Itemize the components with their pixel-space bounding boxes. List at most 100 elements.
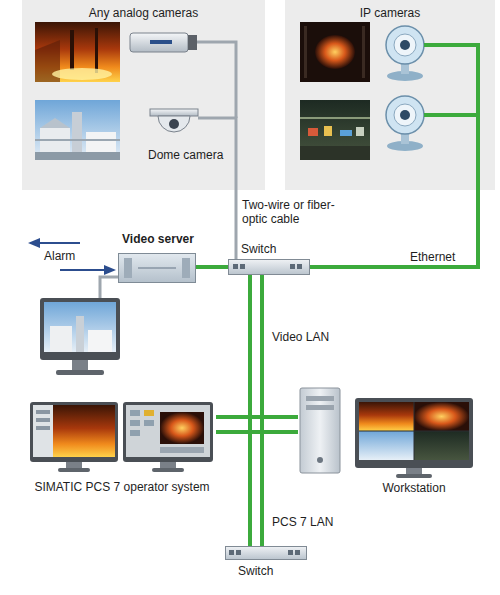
alarm-arrows [28, 238, 40, 248]
ip-camera-symbol [400, 110, 410, 120]
workstation-monitor [414, 431, 469, 460]
photo-plant [86, 132, 116, 160]
camera-cable [197, 42, 236, 118]
workstation-monitor [396, 474, 432, 478]
connector-line [196, 265, 228, 269]
server-detail [124, 258, 132, 278]
ip-camera-symbol [400, 40, 410, 50]
photo-hall [324, 126, 332, 136]
workstation-tower [306, 405, 334, 410]
signal-label: Alarm [44, 249, 104, 263]
dome-camera: Dome camera [148, 108, 222, 166]
server-monitor [40, 277, 120, 375]
workstation-monitor [359, 402, 414, 431]
camera-panel: IP cameras [285, 0, 495, 190]
bullet-camera [130, 33, 197, 52]
workstation-monitor [359, 431, 469, 432]
operator-monitor [152, 468, 184, 472]
photo-hall [300, 117, 370, 119]
network-switch: Switch [225, 546, 307, 560]
server-monitor [50, 326, 72, 352]
photo-hall [340, 130, 352, 136]
ip-camera-symbol [387, 141, 423, 151]
ip-camera-symbol [386, 26, 424, 81]
connector-line [222, 118, 236, 259]
ip-camera-symbol [401, 62, 409, 74]
operator-monitor [123, 402, 213, 462]
dome-camera-symbol [158, 116, 190, 132]
connector-line [216, 432, 262, 546]
photo-hall [300, 100, 370, 160]
ip-camera-symbol [394, 34, 416, 56]
connector-line [250, 275, 298, 417]
workstation-monitor [414, 402, 469, 431]
workstation-tower [306, 396, 334, 401]
operator-monitor [33, 405, 115, 457]
lan-wire [248, 417, 252, 546]
alarm-arrows [38, 242, 80, 244]
lan-wire [260, 275, 264, 432]
dome-camera-symbol [150, 109, 198, 116]
dome-camera-symbol [150, 109, 198, 132]
photo-melt [300, 22, 370, 82]
connector-line [310, 190, 478, 267]
server-monitor [100, 277, 118, 298]
photo-furnace [35, 22, 120, 82]
operator-monitor [33, 405, 53, 457]
operator-monitor [130, 410, 140, 416]
photo-furnace [70, 30, 74, 70]
photo-furnace [95, 28, 98, 73]
operator-monitor [144, 410, 154, 416]
photo-plant [35, 139, 120, 141]
network-switch: Switch [228, 259, 310, 275]
workstation-tower [300, 388, 340, 473]
node-text: SIMATIC PCS 7 operator system [28, 480, 216, 494]
node-text: Workstation [355, 481, 473, 495]
connector-line [216, 275, 250, 417]
operator-monitor [36, 410, 50, 414]
lan-wire [250, 275, 262, 546]
photo-furnace [52, 68, 112, 80]
camera-cable [198, 117, 222, 120]
photo-plant [35, 100, 120, 160]
ip-camera-symbol [387, 71, 423, 81]
switch-ports [297, 264, 302, 269]
photo-furnace [35, 40, 60, 82]
operator-monitor [66, 462, 82, 468]
server-monitor [40, 298, 120, 360]
photo-melt [362, 26, 365, 78]
camera-panel: Any analog camerasDome camera [22, 0, 265, 190]
alarm-arrows [104, 265, 116, 275]
connector-label: Ethernet [410, 250, 480, 264]
switch-ports [288, 550, 293, 555]
server-monitor [88, 330, 112, 352]
node-text: Video server [107, 232, 209, 246]
operator-monitor [160, 447, 204, 453]
photo-plant [35, 152, 120, 160]
workstation-tower [317, 457, 323, 463]
photo-hall [300, 100, 370, 160]
bullet-camera [188, 35, 197, 50]
switch-ports [240, 264, 245, 269]
operator-monitor [30, 402, 118, 462]
photo-melt [315, 35, 355, 69]
workstation-monitor [414, 402, 415, 460]
operator-monitor [126, 405, 210, 457]
operator-monitor [130, 430, 140, 436]
server-detail [124, 258, 190, 278]
photo-furnace [35, 22, 120, 82]
node-text: Switch [238, 564, 298, 578]
camera-cable [197, 42, 236, 118]
connector-label: PCS 7 LAN [272, 515, 352, 529]
ip-camera-symbol [386, 96, 424, 151]
ip-camera-symbol [401, 132, 409, 144]
photo-melt [300, 22, 370, 82]
operator-monitor [36, 418, 50, 422]
ip-camera-symbol [386, 26, 424, 64]
photo-plant [40, 128, 70, 160]
operator-monitor [30, 402, 118, 472]
node-text: Switch [241, 242, 301, 256]
bullet-camera [130, 33, 188, 52]
switch-ports [295, 550, 300, 555]
